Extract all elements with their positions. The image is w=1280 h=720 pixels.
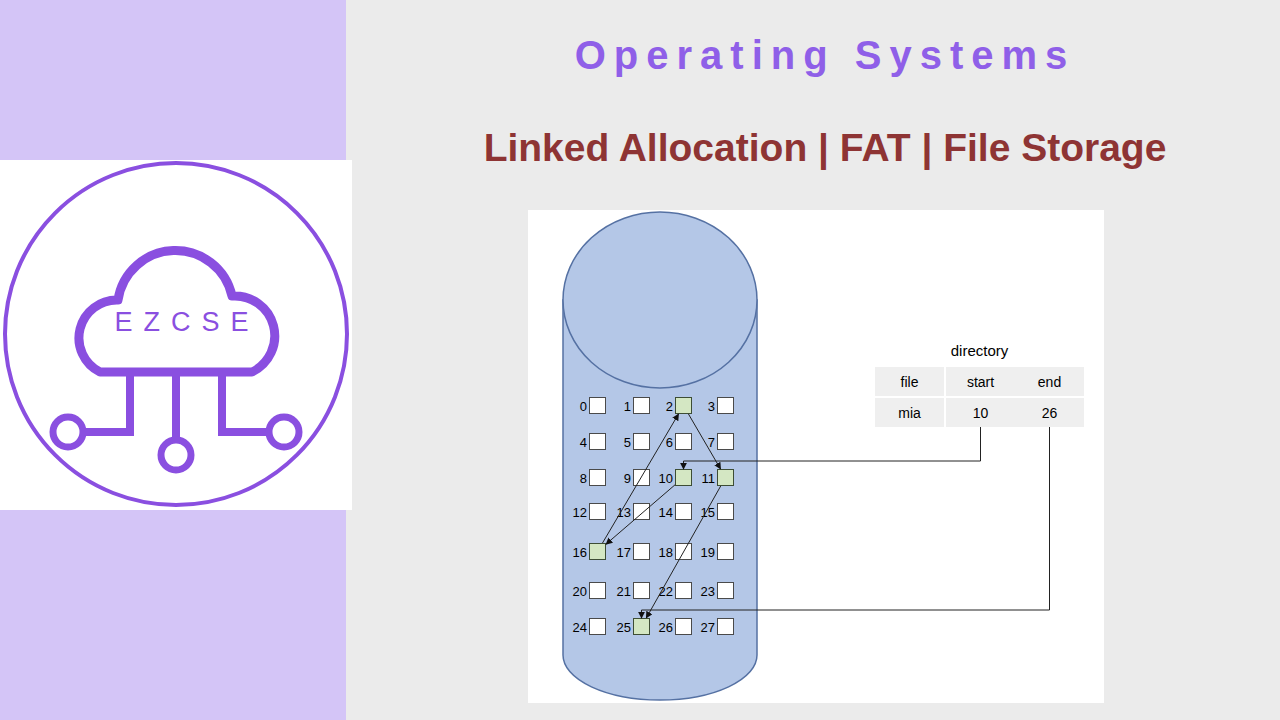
- block-number: 4: [580, 434, 587, 451]
- disk-top: [563, 212, 757, 388]
- logo-node: [269, 417, 299, 447]
- disk-block: 2: [675, 397, 692, 414]
- block-number: 10: [659, 470, 673, 487]
- block-number: 2: [666, 398, 673, 415]
- main-title: Operating Systems: [400, 30, 1250, 80]
- disk-block: 9: [633, 469, 650, 486]
- block-number: 16: [573, 544, 587, 561]
- table-cell: file: [875, 367, 944, 396]
- table-cell: 10: [946, 398, 1015, 427]
- figure-panel: [528, 210, 1104, 703]
- block-number: 24: [573, 619, 587, 636]
- disk-block: 3: [717, 397, 734, 414]
- block-number: 8: [580, 470, 587, 487]
- link-arrow: [684, 427, 981, 469]
- disk-block: 10: [675, 469, 692, 486]
- block-number: 0: [580, 398, 587, 415]
- block-number: 1: [624, 398, 631, 415]
- disk-block: 6: [675, 433, 692, 450]
- block-number: 22: [659, 583, 673, 600]
- block-number: 19: [701, 544, 715, 561]
- disk-block: 25: [633, 618, 650, 635]
- block-number: 15: [701, 504, 715, 521]
- block-number: 9: [624, 470, 631, 487]
- disk-block: 21: [633, 582, 650, 599]
- logo-wire: [222, 372, 268, 432]
- disk-block: 16: [589, 543, 606, 560]
- logo-wire: [84, 372, 130, 432]
- disk-block: 15: [717, 503, 734, 520]
- disk-block: 19: [717, 543, 734, 560]
- link-arrow: [688, 414, 720, 469]
- logo-panel: [0, 160, 352, 510]
- logo-wire: [172, 372, 180, 440]
- block-number: 6: [666, 434, 673, 451]
- subtitle: Linked Allocation | FAT | File Storage: [400, 123, 1250, 173]
- block-number: 20: [573, 583, 587, 600]
- table-cell: mia: [875, 398, 944, 427]
- disk-block: 14: [675, 503, 692, 520]
- disk-block: 11: [717, 469, 734, 486]
- disk-block: 23: [717, 582, 734, 599]
- cell-text: start: [967, 374, 994, 390]
- block-number: 25: [617, 619, 631, 636]
- block-number: 12: [573, 504, 587, 521]
- block-number: 17: [617, 544, 631, 561]
- disk-block: 24: [589, 618, 606, 635]
- disk-block: 7: [717, 433, 734, 450]
- cell-text: end: [1038, 374, 1061, 390]
- block-number: 5: [624, 434, 631, 451]
- block-number: 21: [617, 583, 631, 600]
- disk-block: 17: [633, 543, 650, 560]
- disk-block: 26: [675, 618, 692, 635]
- disk-block: 18: [675, 543, 692, 560]
- side-strip: [0, 0, 346, 720]
- directory-table: directory file start end mia 10 26: [875, 340, 1084, 428]
- cell-text: file: [901, 374, 919, 390]
- logo-node: [53, 417, 83, 447]
- block-number: 26: [659, 619, 673, 636]
- disk-block: 27: [717, 618, 734, 635]
- block-number: 23: [701, 583, 715, 600]
- disk-block: 4: [589, 433, 606, 450]
- block-number: 3: [708, 398, 715, 415]
- disk-block: 22: [675, 582, 692, 599]
- table-cell: 26: [1015, 398, 1084, 427]
- table-heading: directory: [875, 340, 1084, 362]
- disk-block: 8: [589, 469, 606, 486]
- cell-text: 10: [973, 405, 989, 421]
- logo-text: EZCSE: [76, 305, 287, 339]
- disk-block: 5: [633, 433, 650, 450]
- cell-text: 26: [1042, 405, 1058, 421]
- disk-block: 0: [589, 397, 606, 414]
- link-arrow: [642, 427, 1050, 618]
- cell-text: mia: [898, 405, 921, 421]
- disk-block: 13: [633, 503, 650, 520]
- block-number: 13: [617, 504, 631, 521]
- block-number: 18: [659, 544, 673, 561]
- logo-node: [161, 440, 191, 470]
- block-number: 14: [659, 504, 673, 521]
- link-arrow: [646, 486, 720, 618]
- link-arrow: [603, 414, 679, 543]
- disk-block: 12: [589, 503, 606, 520]
- table-cell: start: [946, 367, 1015, 396]
- table-cell: end: [1015, 367, 1084, 396]
- logo-ring: [5, 163, 347, 505]
- disk-block: 20: [589, 582, 606, 599]
- block-number: 7: [708, 434, 715, 451]
- block-number: 11: [702, 470, 716, 487]
- block-number: 27: [701, 619, 715, 636]
- link-arrow: [606, 485, 675, 544]
- disk-block: 1: [633, 397, 650, 414]
